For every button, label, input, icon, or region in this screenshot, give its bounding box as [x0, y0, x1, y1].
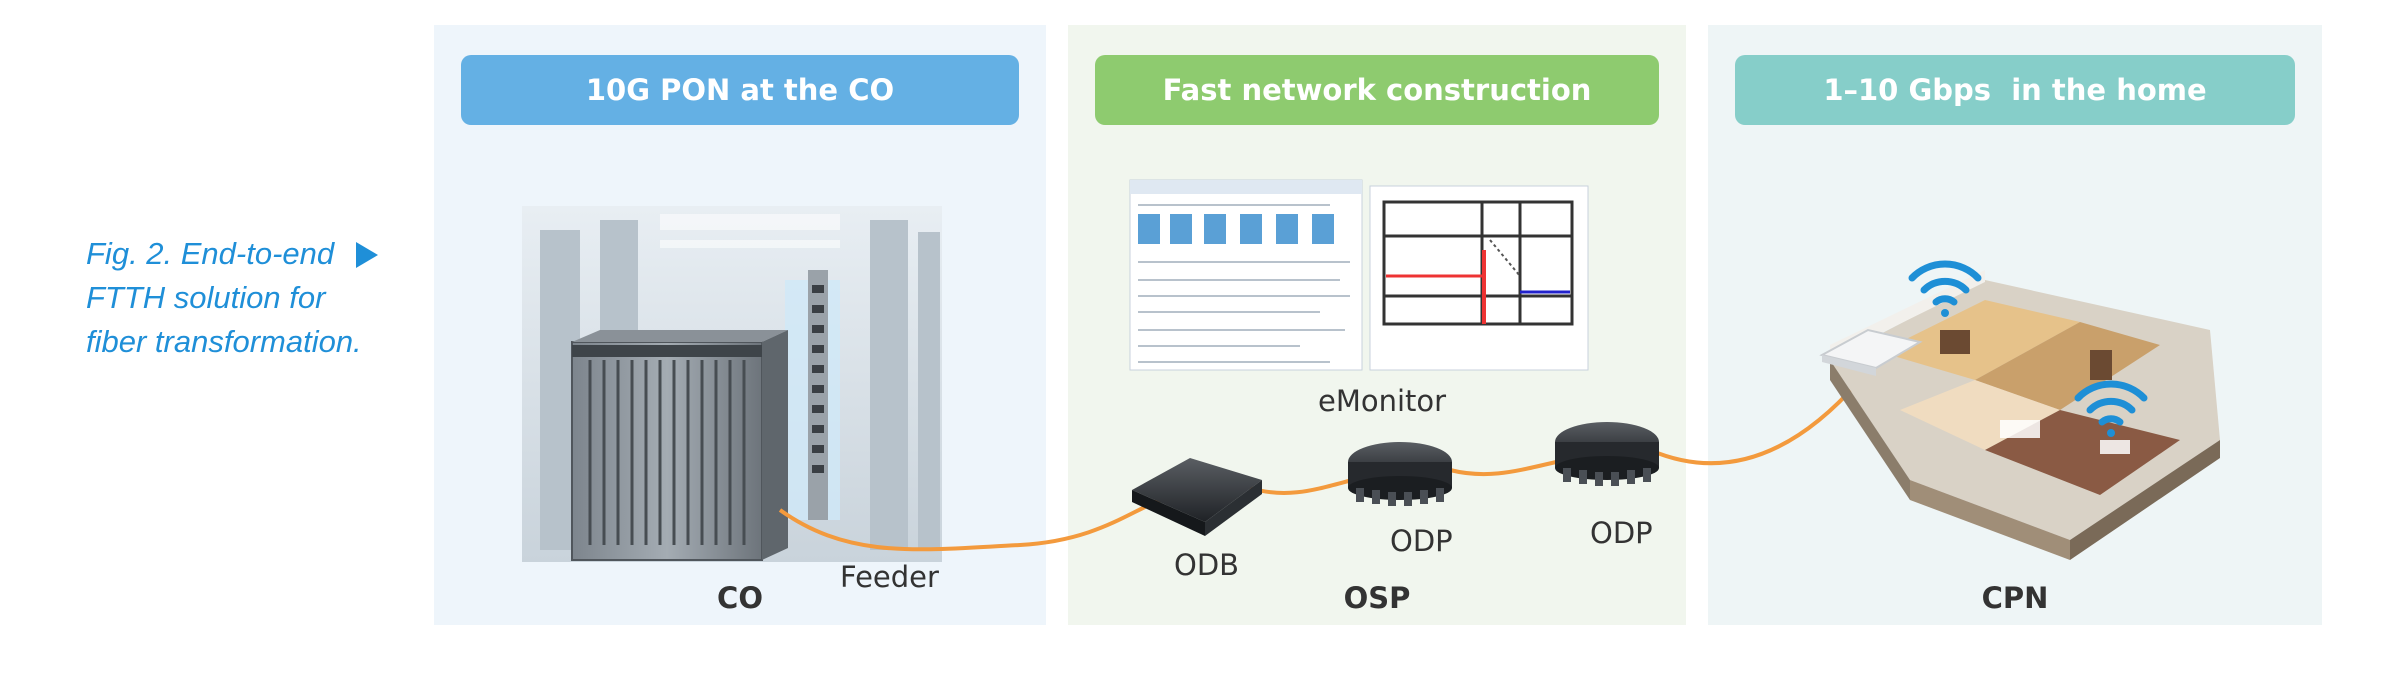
wifi-icon	[1908, 260, 1982, 317]
figure-caption: Fig. 2. End-to-end FTTH solution for fib…	[86, 232, 416, 364]
home-cutaway-icon	[1819, 270, 2220, 560]
olt-rack-icon	[522, 206, 942, 562]
odb-label: ODB	[1174, 548, 1240, 582]
caption-line-2: FTTH solution for	[86, 280, 326, 315]
drop-fiber	[1649, 378, 1862, 466]
arrow-right-icon	[356, 242, 379, 268]
panel-header-cpn: 1–10 Gbps in the home	[1735, 55, 2295, 125]
panel-header-co: 10G PON at the CO	[461, 55, 1019, 125]
odp-box-icon	[1348, 442, 1452, 506]
panel-footer-osp: OSP	[1343, 581, 1411, 615]
distribution-fiber-1	[1249, 476, 1361, 495]
odp-box-icon	[1555, 422, 1659, 486]
feeder-fiber	[778, 493, 1181, 552]
panel-footer-co: CO	[717, 581, 763, 615]
odb-box-icon	[1132, 458, 1262, 536]
panel-header-osp: Fast network construction	[1095, 55, 1659, 125]
panel-footer-cpn: CPN	[1981, 581, 2049, 615]
odp-label-2: ODP	[1590, 516, 1653, 550]
emonitor-label: eMonitor	[1318, 384, 1447, 418]
caption-line-1: Fig. 2. End-to-end	[86, 236, 335, 271]
emonitor-screenshot-icon	[1129, 179, 1589, 371]
feeder-label: Feeder	[840, 560, 939, 594]
distribution-fiber-2	[1449, 458, 1566, 477]
caption-line-3: fiber transformation.	[86, 324, 362, 359]
wifi-icon	[2074, 380, 2148, 437]
odp-label-1: ODP	[1390, 524, 1453, 558]
